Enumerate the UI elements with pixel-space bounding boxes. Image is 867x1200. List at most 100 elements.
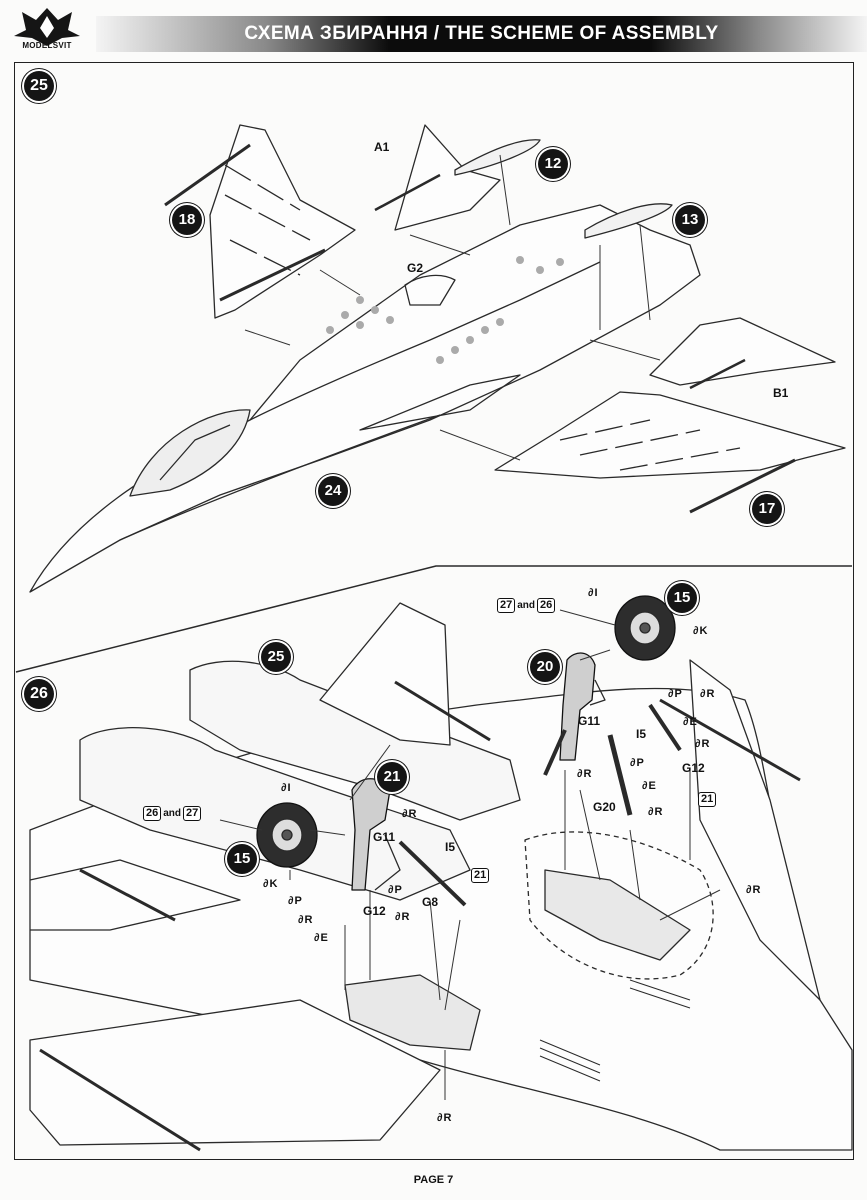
- right-wing-part-17: [494, 391, 846, 479]
- left-missile-rail: [164, 143, 251, 207]
- left-gear-retract-link: [398, 840, 467, 907]
- canopy: [129, 409, 251, 497]
- right-wing-underside: [689, 659, 821, 1001]
- paint-callout: ∂P: [388, 884, 402, 896]
- paint-brush-icon: ∂: [746, 884, 752, 896]
- left-gear-bay: [344, 974, 481, 1051]
- paint-brush-icon: ∂: [648, 806, 654, 818]
- right-gear-strut: [559, 652, 596, 761]
- fuselage-detail-dots: [326, 256, 564, 364]
- paint-callout: ∂E: [642, 780, 656, 792]
- part-label: B1: [773, 386, 789, 400]
- subassembly-badge: 25: [261, 642, 291, 672]
- paint-brush-icon: ∂: [288, 895, 294, 907]
- paint-callout: ∂R: [648, 806, 663, 818]
- paint-brush-icon: ∂: [630, 757, 636, 769]
- tail-plane-b1: [649, 317, 836, 386]
- gear-bay-outline: [524, 831, 714, 980]
- pylon-part-13: [584, 203, 673, 239]
- pylon-part-12: [454, 139, 541, 176]
- right-gear-leg: [543, 729, 567, 776]
- right-missile-rail: [689, 458, 796, 514]
- paint-callout: ∂E: [314, 932, 328, 944]
- instruction-frame: [14, 62, 854, 1160]
- paint-callout: ∂R: [395, 911, 410, 923]
- callout-badge: 20: [530, 652, 560, 682]
- vent-grilles: [539, 979, 691, 1082]
- paint-brush-icon: ∂: [642, 780, 648, 792]
- part-label: G12: [682, 761, 705, 775]
- paint-brush-icon: ∂: [588, 587, 594, 599]
- paint-callout: ∂K: [263, 878, 278, 890]
- paint-brush-icon: ∂: [700, 688, 706, 700]
- paint-callout: ∂R: [298, 914, 313, 926]
- title-band: [96, 16, 867, 52]
- right-gear-bay: [544, 869, 691, 961]
- part-label: G8: [422, 895, 439, 909]
- right-main-wheel: [614, 595, 676, 661]
- right-engine-nacelle: [189, 660, 521, 821]
- assembly-arrows-26: [219, 609, 721, 1100]
- paint-brush-icon: ∂: [388, 884, 394, 896]
- upper-missile: [394, 680, 491, 742]
- part-label: G20: [593, 800, 616, 814]
- upper-tail-fin: [319, 602, 451, 746]
- step-badge-25: 25: [24, 71, 54, 101]
- paint-callout: ∂I: [281, 782, 291, 794]
- part-label: I5: [636, 727, 647, 741]
- paint-callout: ∂R: [577, 768, 592, 780]
- page-header: СХЕМА ЗБИРАННЯ / THE SCHEME OF ASSEMBLY …: [0, 0, 867, 64]
- paint-brush-icon: ∂: [281, 782, 287, 794]
- paint-brush-icon: ∂: [577, 768, 583, 780]
- callout-badge: 12: [538, 149, 568, 179]
- step-divider: [15, 565, 852, 673]
- part-label: G11: [373, 830, 396, 844]
- paint-callout: ∂I: [588, 587, 598, 599]
- callout-badge: 15: [667, 583, 697, 613]
- paint-brush-icon: ∂: [683, 716, 689, 728]
- paint-brush-icon: ∂: [437, 1112, 443, 1124]
- paint-callout: ∂P: [668, 688, 682, 700]
- ref-step-21: 21: [471, 868, 490, 883]
- part-label: I5: [445, 840, 456, 854]
- paint-brush-icon: ∂: [693, 625, 699, 637]
- callout-badge: 18: [172, 205, 202, 235]
- paint-brush-icon: ∂: [668, 688, 674, 700]
- paint-callout: ∂R: [437, 1112, 452, 1124]
- part-label: G11: [578, 714, 601, 728]
- left-main-wheel: [256, 802, 318, 868]
- paint-brush-icon: ∂: [402, 808, 408, 820]
- modelsvit-logo-icon: [14, 8, 80, 46]
- callout-badge: 15: [227, 844, 257, 874]
- callout-badge: 24: [318, 476, 348, 506]
- paint-callout: ∂P: [630, 757, 644, 769]
- paint-brush-icon: ∂: [314, 932, 320, 944]
- paint-brush-icon: ∂: [695, 738, 701, 750]
- part-label: G12: [363, 904, 386, 918]
- paint-brush-icon: ∂: [263, 878, 269, 890]
- part-label: G2: [407, 261, 424, 275]
- tail-fin-a1: [394, 124, 501, 231]
- page-number: PAGE 7: [413, 1174, 454, 1186]
- page-title: СХЕМА ЗБИРАННЯ / THE SCHEME OF ASSEMBLY: [244, 23, 719, 44]
- right-gear-actuator: [607, 734, 633, 816]
- brand-name: MODELSVIT: [22, 41, 72, 50]
- paint-callout: ∂R: [402, 808, 417, 820]
- paint-callout: ∂R: [746, 884, 761, 896]
- callout-badge: 17: [752, 494, 782, 524]
- callout-badge: 21: [377, 762, 407, 792]
- paint-callout: ∂K: [693, 625, 708, 637]
- ref-step-21: 21: [698, 792, 717, 807]
- paint-callout: ∂P: [288, 895, 302, 907]
- paint-callout: ∂R: [700, 688, 715, 700]
- callout-badge: 13: [675, 205, 705, 235]
- paint-brush-icon: ∂: [298, 914, 304, 926]
- paint-callout: ∂R: [695, 738, 710, 750]
- paint-callout: ∂E: [683, 716, 697, 728]
- paint-brush-icon: ∂: [395, 911, 401, 923]
- part-label: A1: [374, 140, 390, 154]
- assembly-arrows-25: [244, 154, 661, 461]
- step-badge-26: 26: [24, 679, 54, 709]
